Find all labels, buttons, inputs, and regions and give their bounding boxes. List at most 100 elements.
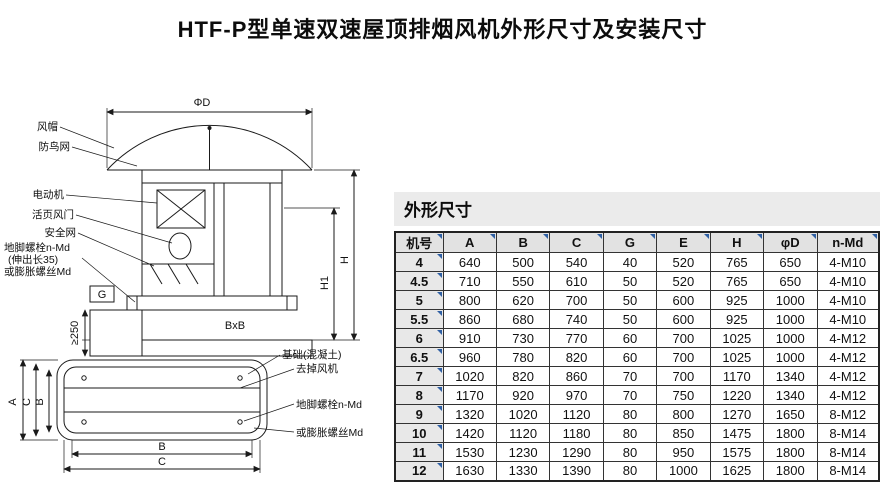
column-header: E [656, 231, 711, 253]
column-header: 机号 [394, 231, 444, 253]
fan-technical-drawing: ΦD [4, 97, 363, 498]
dimension-cell: 1000 [763, 309, 818, 329]
dimension-cell: 80 [602, 461, 658, 481]
dimension-cell: 1120 [549, 404, 604, 424]
model-number-cell: 5 [394, 290, 444, 310]
dimension-cell: 8-M14 [816, 461, 880, 481]
dimension-cell: 850 [656, 423, 711, 443]
dimension-cell: 60 [602, 347, 658, 367]
motor-box [157, 190, 205, 228]
dimension-cell: 1180 [549, 423, 604, 443]
label-fan-cap: 风帽 [37, 120, 58, 133]
dimension-cell: 60 [602, 328, 658, 348]
dimension-cell: 740 [549, 309, 604, 329]
dimension-cell: 700 [656, 328, 711, 348]
dim-A: A [7, 359, 58, 441]
dim-C-bottom: C [63, 440, 261, 473]
page-title: HTF-P型单速双速屋顶排烟风机外形尺寸及安装尺寸 [177, 17, 708, 42]
dimension-cell: 1625 [709, 461, 765, 481]
dimension-cell: 650 [763, 271, 818, 291]
foundation-section [82, 310, 312, 356]
model-number-cell: 6 [394, 328, 444, 348]
dim-label-C-bottom: C [158, 456, 166, 468]
dimension-cell: 1000 [763, 347, 818, 367]
model-number-cell: 11 [394, 442, 444, 462]
dimension-cell: 1800 [763, 423, 818, 443]
model-number-cell: 4.5 [394, 271, 444, 291]
dimension-cell: 1220 [709, 385, 765, 405]
dimension-cell: 680 [495, 309, 551, 329]
column-header: n-Md [816, 231, 880, 253]
dimension-cell: 970 [549, 385, 604, 405]
dimension-cell: 4-M10 [816, 271, 880, 291]
dim-label-H1: H1 [319, 276, 331, 290]
dimension-cell: 700 [656, 366, 711, 386]
dimension-cell: 4-M10 [816, 290, 880, 310]
dimension-cell: 800 [442, 290, 497, 310]
dimension-cell: 1025 [709, 347, 765, 367]
dim-B-bottom: B [71, 440, 253, 458]
dimension-cell: 765 [709, 271, 765, 291]
dimension-cell: 780 [495, 347, 551, 367]
base-outline-inner [64, 367, 260, 433]
dimension-cell: 960 [442, 347, 497, 367]
dimension-cell: 710 [442, 271, 497, 291]
base-outline-outer [57, 360, 267, 440]
dimension-cell: 80 [602, 404, 658, 424]
dimension-cell: 820 [549, 347, 604, 367]
dimension-cell: 1330 [495, 461, 551, 481]
dim-label-H: H [339, 256, 351, 264]
dimension-cell: 650 [763, 252, 818, 272]
dimension-cell: 1420 [442, 423, 497, 443]
dimension-cell: 1800 [763, 461, 818, 481]
dimension-cell: 50 [602, 290, 658, 310]
dimension-cell: 50 [602, 271, 658, 291]
dimension-cell: 8-M12 [816, 404, 880, 424]
dimension-cell: 1530 [442, 442, 497, 462]
dimension-cell: 1000 [763, 290, 818, 310]
dim-label-C: C [21, 398, 33, 406]
dim-label-BxB: BxB [225, 320, 245, 332]
dimension-cell: 1025 [709, 328, 765, 348]
dim-H: H [299, 169, 360, 341]
base-flange [127, 296, 297, 310]
dimension-cell: 4-M12 [816, 347, 880, 367]
table-title: 外形尺寸 [394, 192, 880, 226]
label-bird-net: 防鸟网 [39, 140, 71, 153]
label-anchor-bolt: 地脚螺栓n-Md [4, 241, 70, 254]
part-labels: 风帽 防鸟网 电动机 活页风门 安全网 地脚螺栓n-Md (伸出长35) 或膨胀… [4, 120, 172, 302]
fan-body [127, 170, 297, 310]
dimension-cell: 730 [495, 328, 551, 348]
model-number-cell: 4 [394, 252, 444, 272]
flap-valve-shape [169, 233, 191, 259]
column-header: B [495, 231, 551, 253]
model-number-cell: 7 [394, 366, 444, 386]
dimension-cell: 70 [602, 385, 658, 405]
dimension-cell: 1390 [549, 461, 604, 481]
dimension-cell: 8-M14 [816, 423, 880, 443]
model-number-cell: 8 [394, 385, 444, 405]
dimension-cell: 925 [709, 309, 765, 329]
dimension-cell: 500 [495, 252, 551, 272]
dimension-cell: 920 [495, 385, 551, 405]
dimension-cell: 800 [656, 404, 711, 424]
dim-min-depth: ≥250 [69, 309, 89, 357]
plan-labels: 基础(混凝土) 去掉风机 地脚螺栓n-Md 或膨胀螺丝Md [240, 348, 363, 439]
dimension-cell: 1800 [763, 442, 818, 462]
dimension-cell: 4-M12 [816, 385, 880, 405]
model-number-cell: 5.5 [394, 309, 444, 329]
dimension-cell: 1170 [442, 385, 497, 405]
dimension-cell: 520 [656, 252, 711, 272]
dim-label-B: B [34, 398, 46, 405]
label-expansion-bolt: 或膨胀螺丝Md [4, 265, 71, 278]
dimension-cell: 40 [602, 252, 658, 272]
